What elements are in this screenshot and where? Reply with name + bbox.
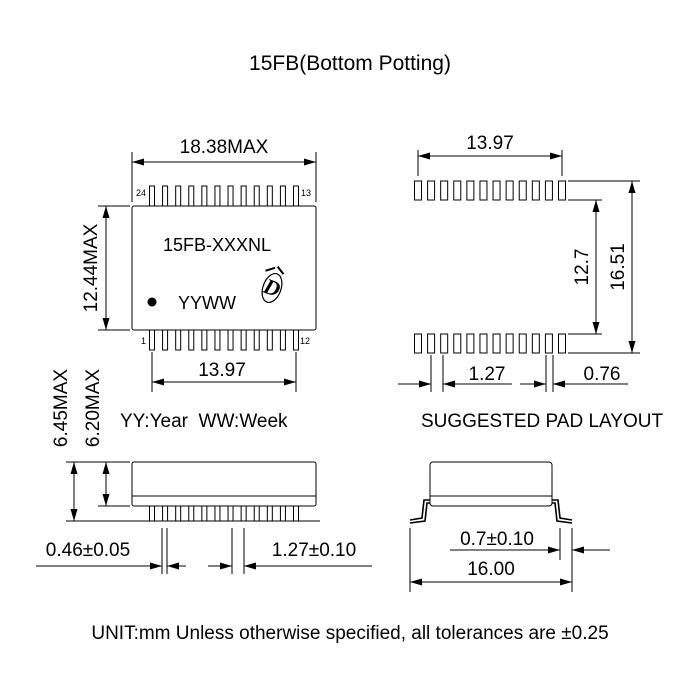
solder-pad	[466, 333, 475, 354]
side-pin	[188, 505, 195, 522]
pad-outer-label: 16.51	[608, 243, 629, 291]
top-view: 24 13 1 12 18.38MAX 12.44MAX 15FB-XXXNL …	[81, 137, 317, 392]
lead-width-label: 0.46±0.05	[46, 540, 130, 561]
solder-pad	[453, 333, 462, 354]
solder-pad	[492, 180, 501, 201]
package-pin	[240, 329, 247, 351]
side-pin	[227, 505, 234, 522]
pad-layout-caption: SUGGESTED PAD LAYOUT	[421, 411, 664, 432]
package-pin	[253, 185, 260, 207]
package-pin	[227, 185, 234, 207]
package-pin	[149, 329, 155, 351]
side-pin	[149, 505, 155, 522]
side-view: 6.45MAX 6.20MAX 0.46±0.05 1.27±0.10	[36, 369, 372, 574]
top-height-label: 12.44MAX	[81, 223, 102, 312]
package-pin	[149, 185, 155, 207]
package-pin	[279, 185, 286, 207]
solder-pad	[427, 333, 436, 354]
package-pin	[188, 185, 195, 207]
package-pin	[188, 329, 195, 351]
top-view-lower-pins	[149, 329, 299, 351]
solder-pad	[544, 333, 553, 354]
side-pin	[201, 505, 208, 522]
package-pin	[214, 329, 221, 351]
pin-1-label: 1	[141, 336, 146, 346]
part-number: 15FB-XXXNL	[163, 235, 271, 255]
pad-row-upper	[414, 180, 566, 201]
package-pin	[279, 329, 286, 351]
pin-13-label: 13	[301, 188, 311, 198]
pad-width-label: 0.76	[584, 364, 621, 385]
solder-pad	[505, 180, 514, 201]
pad-pitch-label: 1.27	[469, 364, 506, 385]
pin-24-label: 24	[136, 188, 146, 198]
end-overall-label: 16.00	[467, 559, 515, 580]
package-pin	[162, 329, 169, 351]
date-code: YYWW	[178, 293, 236, 313]
package-pin	[293, 329, 299, 351]
solder-pad	[440, 333, 449, 354]
package-pin	[266, 185, 273, 207]
solder-pad	[531, 180, 540, 201]
package-body	[131, 205, 317, 331]
side-body-height-label: 6.20MAX	[83, 369, 104, 447]
solder-pad	[518, 180, 527, 201]
side-view-pins	[149, 505, 299, 522]
drawing-title: 15FB(Bottom Potting)	[249, 52, 451, 75]
solder-pad	[479, 333, 488, 354]
solder-pad	[466, 180, 475, 201]
solder-pad	[427, 180, 436, 201]
package-pin	[293, 185, 299, 207]
solder-pad	[453, 180, 462, 201]
solder-pad	[414, 333, 422, 354]
solder-pad	[440, 180, 449, 201]
side-height-max-label: 6.45MAX	[51, 369, 72, 447]
side-pin	[175, 505, 182, 522]
package-pin	[201, 329, 208, 351]
solder-pad	[479, 180, 488, 201]
end-lead-label: 0.7±0.10	[460, 529, 534, 550]
company-logo-icon: D	[259, 266, 285, 304]
solder-pad	[531, 333, 540, 354]
pad-span-label: 13.97	[466, 133, 514, 154]
pad-row-lower	[414, 333, 566, 354]
package-pin	[175, 185, 182, 207]
package-pin	[253, 329, 260, 351]
pin-12-label: 12	[300, 336, 310, 346]
side-pin	[214, 505, 221, 522]
top-view-upper-pins	[149, 185, 299, 207]
side-pin	[253, 505, 260, 522]
top-width-label: 18.38MAX	[180, 137, 269, 158]
top-pitch-span-label: 13.97	[198, 360, 246, 381]
end-view: 0.7±0.10 16.00	[409, 461, 610, 592]
solder-pad	[492, 333, 501, 354]
solder-pad	[518, 333, 527, 354]
units-note: UNIT:mm Unless otherwise specified, all …	[91, 623, 608, 644]
package-pin	[201, 185, 208, 207]
side-pin	[293, 505, 299, 522]
solder-pad	[414, 180, 422, 201]
pad-inner-label: 12.7	[572, 249, 593, 286]
package-pin	[227, 329, 234, 351]
package-pin	[240, 185, 247, 207]
solder-pad	[505, 333, 514, 354]
package-pin	[175, 329, 182, 351]
pad-layout-view: 13.97 12.7 16.51 1.27 0.76 SUGGESTED PAD…	[398, 133, 663, 432]
package-pin	[266, 329, 273, 351]
side-pin	[279, 505, 286, 522]
pin-one-marker	[147, 297, 157, 307]
side-pin	[266, 505, 273, 522]
side-pin	[240, 505, 247, 522]
date-code-legend: YY:Year WW:Week	[120, 411, 288, 432]
side-pin	[162, 505, 169, 522]
solder-pad	[558, 180, 566, 201]
side-pitch-label: 1.27±0.10	[272, 540, 356, 561]
package-pin	[162, 185, 169, 207]
solder-pad	[544, 180, 553, 201]
solder-pad	[558, 333, 566, 354]
package-pin	[214, 185, 221, 207]
